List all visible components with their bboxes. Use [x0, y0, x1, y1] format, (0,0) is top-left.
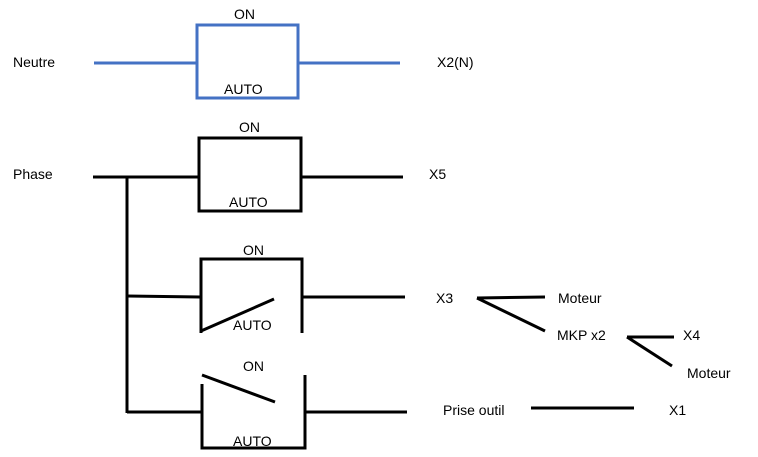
x1-switch-auto-label: AUTO — [233, 433, 272, 449]
phase-circuit — [93, 136, 674, 450]
mkp-moteur-label: Moteur — [687, 365, 731, 381]
x3-auto-contact — [200, 297, 275, 333]
x3-switch-auto-label: AUTO — [233, 317, 272, 333]
prise-outil-label: Prise outil — [443, 402, 505, 418]
x3-moteur-wire — [476, 295, 546, 300]
x5-switch-box — [197, 136, 303, 213]
x3-switch-on-label: ON — [243, 242, 264, 258]
neutre-circuit — [94, 23, 400, 100]
x3-mkp-wire — [476, 296, 546, 333]
x3-moteur-label: Moteur — [558, 290, 602, 306]
x1-on-contact — [201, 373, 276, 404]
mkp-label: MKP x2 — [557, 327, 606, 343]
neutre-label: Neutre — [13, 54, 56, 70]
x5-switch-auto-label: AUTO — [229, 194, 268, 210]
x3-output-label: X3 — [436, 290, 454, 306]
neutre-switch-auto-label: AUTO — [224, 81, 263, 97]
x4-label: X4 — [683, 327, 701, 343]
neutre-switch-on-label: ON — [234, 6, 255, 22]
mkp-moteur-wire — [626, 335, 673, 368]
x5-switch-on-label: ON — [239, 119, 260, 135]
x2n-output-label: X2(N) — [437, 54, 474, 70]
x5-output-label: X5 — [429, 166, 447, 182]
x3-input-wire — [126, 294, 201, 299]
x1-output-label: X1 — [669, 402, 687, 418]
phase-label: Phase — [13, 166, 53, 182]
x1-switch-on-label: ON — [243, 358, 264, 374]
